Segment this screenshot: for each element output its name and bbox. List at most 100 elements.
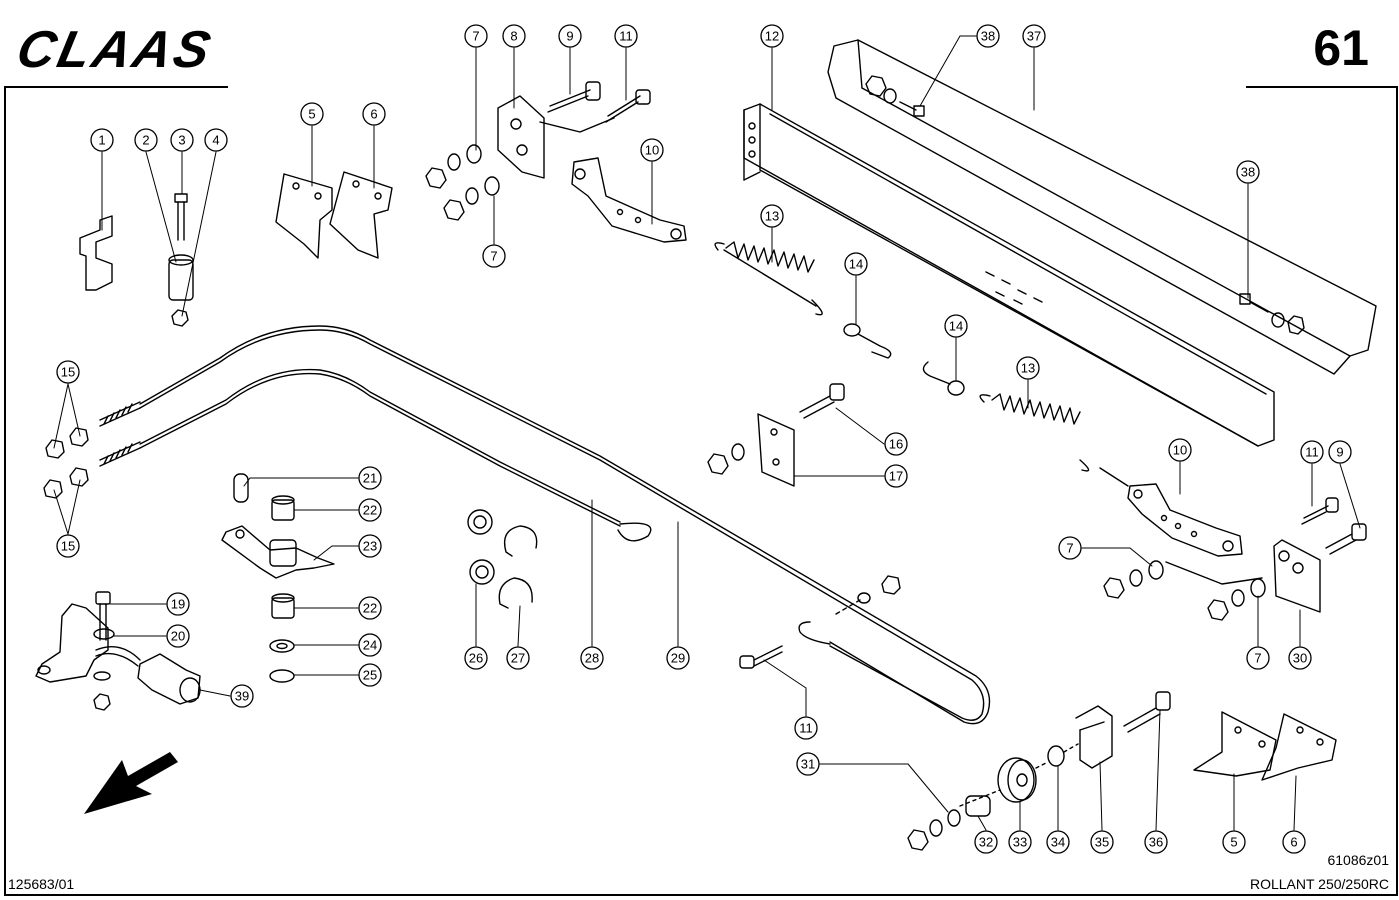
fasteners-31 (907, 809, 961, 851)
assembly-line-8 (539, 117, 615, 133)
callout-label: 20 (171, 629, 185, 644)
assembly-line-roller (959, 743, 1079, 807)
part-ring-25 (269, 669, 295, 683)
header-rule-left (6, 86, 228, 88)
callout-label: 35 (1095, 835, 1109, 850)
callout-27: 27 (506, 646, 530, 670)
callout-35: 35 (1090, 830, 1114, 854)
drawing-number: 61086z01 (1327, 852, 1389, 868)
callout-label: 32 (979, 835, 993, 850)
callout-label: 5 (308, 107, 315, 122)
callout-label: 13 (765, 209, 779, 224)
part-strap-10-top (571, 157, 687, 243)
callout-label: 21 (363, 471, 377, 486)
callout-label: 13 (1021, 361, 1035, 376)
callout-label: 10 (1173, 443, 1187, 458)
part-bracket-35 (1075, 705, 1113, 769)
part-bolt-11-bottom (739, 645, 783, 669)
part-bush-2 (168, 254, 194, 301)
leader-lines (53, 35, 1361, 831)
callout-label: 1 (98, 133, 105, 148)
part-bushing-26-bottom (469, 559, 495, 585)
part-plate-5-top (275, 173, 333, 259)
callout-4: 4 (204, 128, 228, 152)
part-bolt-3 (174, 193, 188, 241)
fasteners-17 (707, 443, 745, 475)
callout-32: 32 (974, 830, 998, 854)
part-cable-28 (139, 368, 652, 542)
callout-label: 36 (1149, 835, 1163, 850)
callout-label: 9 (1336, 445, 1343, 460)
callout-28: 28 (580, 646, 604, 670)
part-spacer-32 (965, 795, 991, 817)
callout-label: 26 (469, 651, 483, 666)
callout-label: 6 (1290, 835, 1297, 850)
callout-label: 25 (363, 668, 377, 683)
part-bushing-22-top (271, 495, 295, 521)
part-hook-14-top (843, 323, 892, 359)
callout-14: 14 (844, 252, 868, 276)
callout-7-2: 7 (482, 244, 506, 268)
callout-26: 26 (464, 646, 488, 670)
callout-8: 8 (502, 24, 526, 48)
part-bolt-19 (95, 591, 111, 641)
part-switch-39 (95, 646, 201, 705)
callout-label: 17 (889, 469, 903, 484)
callout-label: 12 (765, 29, 779, 44)
part-bushing-22-bottom (271, 593, 295, 619)
callout-label: 10 (645, 143, 659, 158)
part-plate-6-top (329, 171, 393, 259)
callout-37: 37 (1022, 24, 1046, 48)
callout-7-4: 7 (1246, 646, 1270, 670)
callout-22: 22 (358, 498, 382, 522)
callout-7: 7 (464, 24, 488, 48)
callout-label: 30 (1293, 651, 1307, 666)
part-washer-24 (269, 639, 295, 653)
callout-label: 24 (363, 638, 377, 653)
callout-17: 17 (884, 464, 908, 488)
callout-16: 16 (884, 432, 908, 456)
callout-25: 25 (358, 663, 382, 687)
callout-13-2: 13 (1016, 356, 1040, 380)
part-bolt-9-top (547, 81, 601, 113)
callout-1: 1 (90, 128, 114, 152)
callout-2: 2 (134, 128, 158, 152)
part-bush-34 (1047, 745, 1065, 767)
callout-label: 28 (585, 651, 599, 666)
callout-label: 27 (511, 651, 525, 666)
part-beam-12 (743, 103, 1275, 447)
callout-label: 3 (178, 133, 185, 148)
part-circlip-27-top (503, 525, 538, 557)
part-circlip-27-bottom (498, 577, 533, 609)
part-bolt-11-right (1301, 497, 1339, 525)
part-hook-14-right (922, 361, 965, 396)
page-number: 61 (1313, 20, 1369, 76)
callout-label: 22 (363, 601, 377, 616)
part-bracket-20 (35, 603, 109, 683)
part-plate-17 (757, 413, 795, 487)
callout-33: 33 (1008, 830, 1032, 854)
part-bolt-9-right (1325, 523, 1367, 555)
callout-23: 23 (358, 534, 382, 558)
callout-12: 12 (760, 24, 784, 48)
spring-attach-line (1099, 467, 1129, 487)
callout-label: 38 (981, 29, 995, 44)
callout-label: 11 (1305, 445, 1319, 460)
callout-10-2: 10 (1168, 438, 1192, 462)
fasteners-7-right (1103, 560, 1266, 621)
callout-label: 15 (61, 365, 75, 380)
callout-label: 22 (363, 503, 377, 518)
callout-6: 6 (362, 102, 386, 126)
callout-5-2: 5 (1222, 830, 1246, 854)
callout-label: 4 (212, 133, 219, 148)
callout-5: 5 (300, 102, 324, 126)
callout-label: 9 (566, 29, 573, 44)
callout-label: 14 (849, 257, 863, 272)
part-bushing-26-top (467, 509, 493, 535)
part-roller-33 (997, 757, 1037, 803)
callout-15-2: 15 (56, 534, 80, 558)
callout-34: 34 (1046, 830, 1070, 854)
part-plate-6-bottom (1261, 713, 1337, 781)
